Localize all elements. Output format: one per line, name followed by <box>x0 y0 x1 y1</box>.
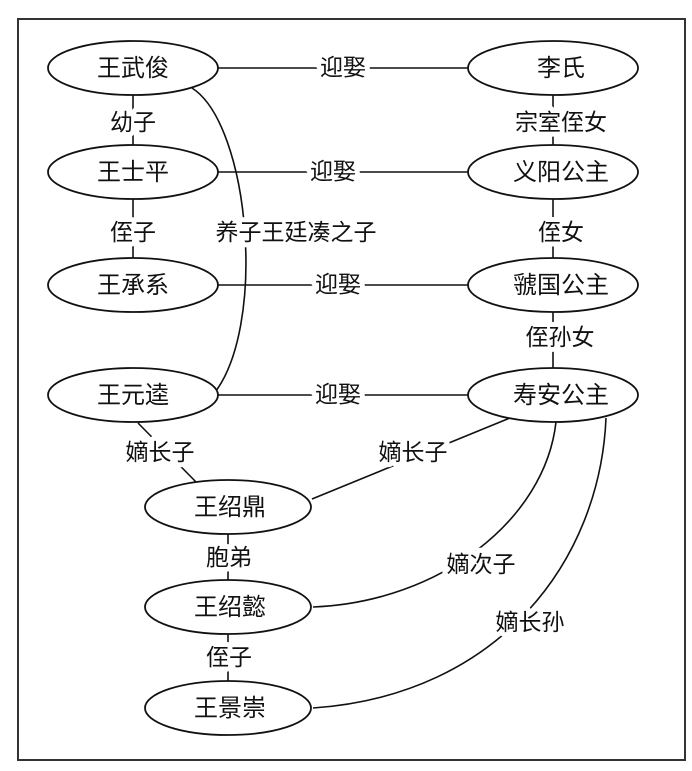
node-yiyang-princess: 义阳公主 <box>467 144 639 200</box>
edge-adopted <box>191 87 247 397</box>
node-label: 义阳公主 <box>513 158 609 186</box>
label-marry-3: 迎娶 <box>315 272 361 298</box>
node-label: 寿安公主 <box>513 381 609 409</box>
label-marry-2: 迎娶 <box>310 159 356 185</box>
edge-eldest-son-mother <box>311 417 511 500</box>
label-brother: 胞弟 <box>206 545 252 571</box>
node-label: 王承系 <box>97 271 169 299</box>
node-shouan-princess: 寿安公主 <box>467 367 639 423</box>
node-label: 李氏 <box>537 54 585 82</box>
edge-eldest-son-father <box>137 422 198 484</box>
node-li-shi: 李氏 <box>467 40 639 96</box>
node-guoguo-princess: 虢国公主 <box>467 257 639 313</box>
edge-eldest-grandson <box>312 417 607 709</box>
label-eldest-son-mother: 嫡长子 <box>379 440 448 466</box>
label-niece: 侄女 <box>538 220 584 246</box>
node-wang-yuankui: 王元逵 <box>47 367 219 423</box>
node-wang-wujun: 王武俊 <box>47 40 219 96</box>
node-label: 王绍懿 <box>194 593 266 621</box>
node-wang-chengxi: 王承系 <box>47 257 219 313</box>
node-wang-jingchong: 王景崇 <box>144 680 312 736</box>
node-label: 王绍鼎 <box>194 493 266 521</box>
node-wang-shaoding: 王绍鼎 <box>144 479 312 535</box>
label-adopted: 养子王廷凑之子 <box>216 220 377 246</box>
node-label: 王武俊 <box>97 54 169 82</box>
label-marry-4: 迎娶 <box>315 382 361 408</box>
edge-second-son <box>312 421 557 608</box>
edge-labels: 迎娶 迎娶 迎娶 迎娶 幼子 侄子 养子王廷凑之子 宗室侄女 侄女 侄孙女 嫡长… <box>105 50 612 676</box>
label-eldest-son-father: 嫡长子 <box>126 440 195 466</box>
label-grandniece: 侄孙女 <box>526 325 595 351</box>
node-label: 虢国公主 <box>513 271 609 299</box>
node-label: 王元逵 <box>97 381 169 409</box>
label-marry-1: 迎娶 <box>320 55 366 81</box>
label-nephew-1: 侄子 <box>110 220 156 246</box>
label-clan-niece: 宗室侄女 <box>515 110 607 136</box>
label-youngest-son: 幼子 <box>110 110 156 136</box>
node-wang-shaoyi: 王绍懿 <box>144 579 312 635</box>
node-label: 王景崇 <box>194 694 266 722</box>
label-nephew-2: 侄子 <box>206 645 252 671</box>
node-wang-shiping: 王士平 <box>47 144 219 200</box>
edges <box>132 67 607 709</box>
label-eldest-grandson: 嫡长孙 <box>496 610 565 636</box>
node-label: 王士平 <box>97 158 169 186</box>
label-second-son: 嫡次子 <box>447 552 516 578</box>
